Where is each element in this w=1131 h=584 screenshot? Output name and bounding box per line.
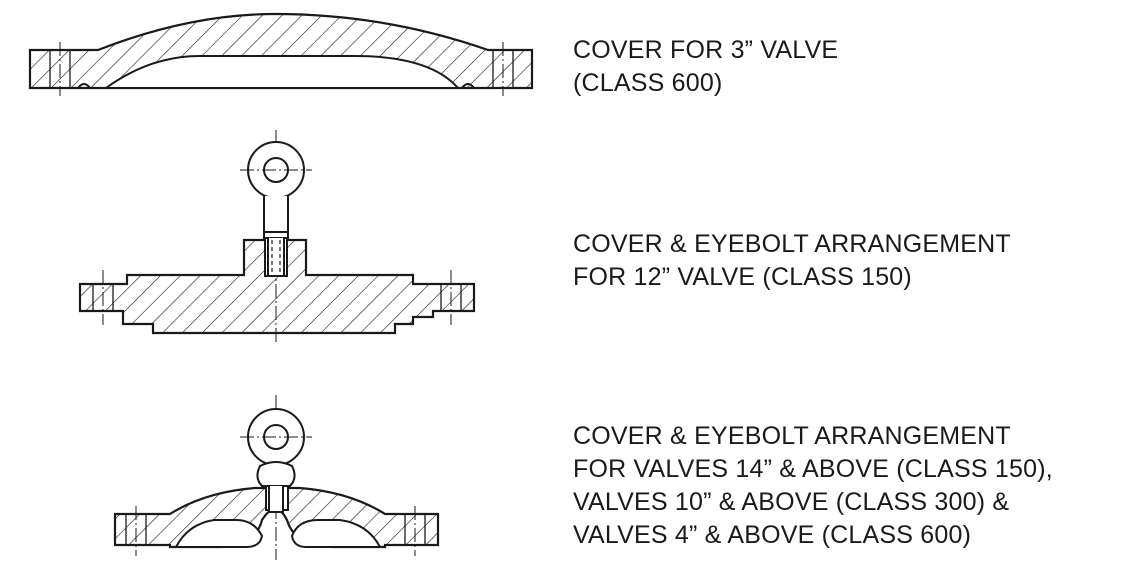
caption-cover-3in-line1: COVER FOR 3” VALVE: [573, 36, 839, 64]
cover-3in-gasket-right: [461, 83, 475, 89]
cover-12in-drawing: [78, 130, 476, 345]
caption-cover-12in-line1: COVER & EYEBOLT ARRANGEMENT: [573, 230, 1011, 258]
caption-cover-3in: COVER FOR 3” VALVE (CLASS 600): [573, 34, 838, 100]
caption-cover-large-line3: VALVES 10” & ABOVE (CLASS 300) &: [573, 488, 1010, 516]
caption-cover-12in: COVER & EYEBOLT ARRANGEMENT FOR 12” VALV…: [573, 228, 1011, 294]
caption-cover-large: COVER & EYEBOLT ARRANGEMENT FOR VALVES 1…: [573, 420, 1053, 552]
cover-12in-eyebolt: [240, 141, 312, 277]
cover-3in-drawing: [28, 12, 534, 96]
cover-large-drawing: [113, 395, 440, 560]
caption-cover-large-line2: FOR VALVES 14” & ABOVE (CLASS 150),: [573, 455, 1053, 483]
caption-cover-3in-line2: (CLASS 600): [573, 69, 723, 97]
cover-large-cavity-right: [290, 519, 382, 548]
cover-12in-body: [78, 238, 476, 335]
cover-large-eyebolt: [240, 408, 312, 513]
cover-12in-eyebolt-thread: [267, 238, 285, 277]
cover-large-eyebolt-thread: [268, 486, 284, 513]
caption-cover-large-line4: VALVES 4” & ABOVE (CLASS 600): [573, 521, 972, 549]
caption-cover-12in-line2: FOR 12” VALVE (CLASS 150): [573, 263, 912, 291]
cover-3in-cavity: [102, 55, 461, 89]
cover-large-cavity-left: [174, 519, 264, 548]
cover-3in-gasket-left: [77, 83, 91, 89]
cover-large-eyebolt-collar: [256, 461, 296, 487]
caption-cover-large-line1: COVER & EYEBOLT ARRANGEMENT: [573, 422, 1011, 450]
